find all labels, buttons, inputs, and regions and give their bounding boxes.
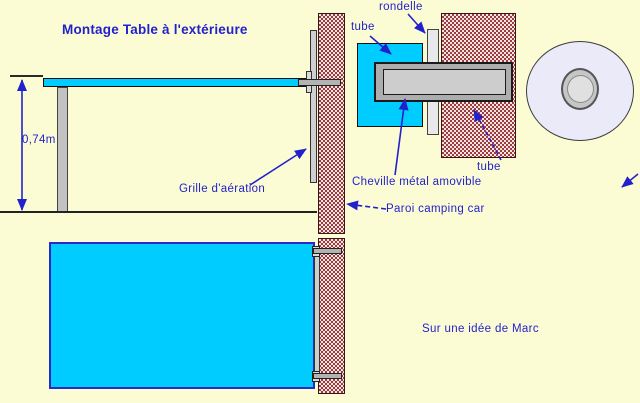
cheville-label: Cheville métal amovible: [352, 176, 482, 188]
tube-lower-label: tube: [477, 161, 501, 173]
stray-arrow: [621, 173, 639, 188]
credit-text: Sur une idée de Marc: [422, 323, 539, 335]
metal-dowel: [383, 69, 506, 95]
tube-upper-label: tube: [351, 21, 375, 33]
mounting-pin-bottom: [313, 373, 342, 379]
mounting-pin-side-view: [298, 79, 341, 86]
tube-end-view-hole: [567, 75, 594, 103]
rondelle-arrow: [407, 13, 426, 34]
paroi-label: Paroi camping car: [386, 203, 485, 215]
ground-line: [0, 211, 317, 213]
diagram-title: Montage Table à l'extérieure: [62, 22, 248, 37]
grille-arrow: [249, 148, 307, 186]
table-top-side-view: [43, 78, 308, 87]
table-leg: [57, 87, 68, 212]
rondelle-label: rondelle: [379, 1, 423, 13]
mounting-pin-top: [313, 248, 342, 254]
grille-rail-plan-view: [314, 248, 320, 380]
table-top-plan-view: [49, 242, 315, 389]
dimension-label: 0,74m: [22, 134, 56, 146]
wall-upper-section: [318, 13, 345, 234]
wall-lower-section: [318, 238, 345, 394]
paroi-arrow: [346, 200, 387, 211]
grille-label: Grille d'aération: [179, 183, 266, 195]
ventilation-grille-bar: [310, 30, 317, 183]
dimension-reference-line: [10, 75, 43, 77]
tube-end-view-disc: [526, 41, 634, 141]
